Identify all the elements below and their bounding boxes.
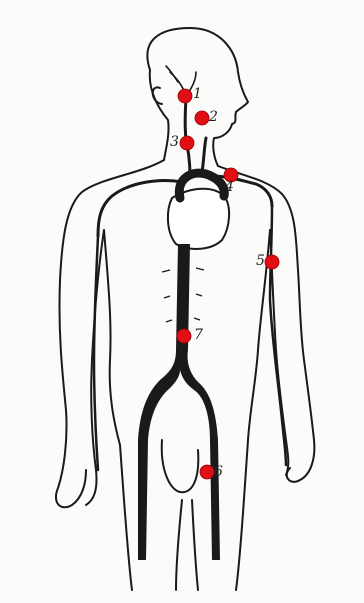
pulse-label-7: 7: [194, 327, 203, 343]
pulse-label-3: 3: [170, 134, 179, 150]
inner-leg-outline: [176, 500, 182, 590]
right-leg-outline: [236, 440, 248, 590]
pulse-label-5: 5: [256, 253, 265, 269]
genital-outline: [162, 440, 199, 492]
pulse-label-1: 1: [193, 86, 202, 102]
carotid-artery-2: [202, 138, 206, 172]
pulse-point-5: [265, 255, 279, 269]
descending-aorta: [138, 244, 220, 560]
pulse-point-markers: [177, 89, 279, 479]
pulse-point-3: [180, 136, 194, 150]
pulse-label-6: 6: [214, 464, 223, 480]
pulse-point-1: [178, 89, 192, 103]
head-back-outline: [150, 70, 169, 160]
right-shoulder-outline: [218, 166, 314, 482]
brachial-artery: [270, 206, 286, 465]
pulse-point-2: [195, 111, 209, 125]
pulse-point-6: [200, 465, 214, 479]
left-brachial-artery: [94, 236, 98, 470]
pulse-point-7: [177, 329, 191, 343]
pulse-label-2: 2: [209, 109, 218, 125]
left-leg-outline: [120, 445, 132, 590]
inner-leg-outline-2: [192, 500, 198, 590]
left-torso-outline: [104, 230, 120, 445]
pulse-label-4: 4: [225, 179, 234, 195]
